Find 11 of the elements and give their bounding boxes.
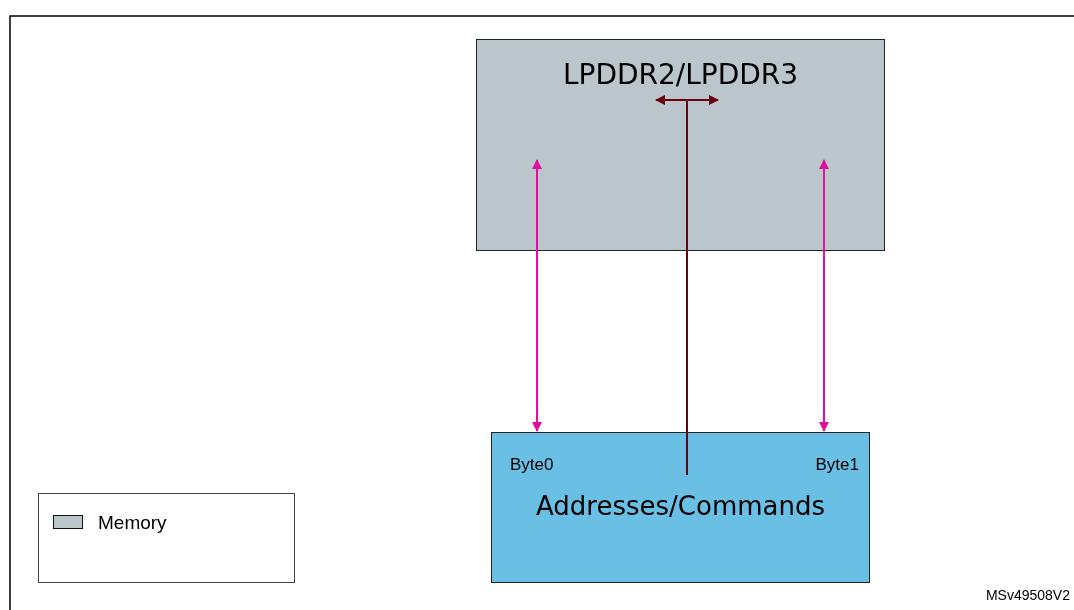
byte-lane-label: Byte0 (510, 455, 554, 475)
data-lane-arrow (819, 159, 829, 432)
memory-block (476, 39, 885, 251)
command-bus-arrow (655, 95, 719, 476)
data-lane-arrow (532, 159, 542, 432)
block-title: Addresses/Commands (535, 491, 826, 521)
legend-label: Memory (98, 512, 167, 534)
byte-lane-label: Byte1 (815, 455, 859, 475)
figure-id: MSv49508V2 (985, 587, 1070, 603)
block-title: LPDDR2/LPDDR3 (561, 58, 800, 91)
processor-block (491, 432, 870, 583)
